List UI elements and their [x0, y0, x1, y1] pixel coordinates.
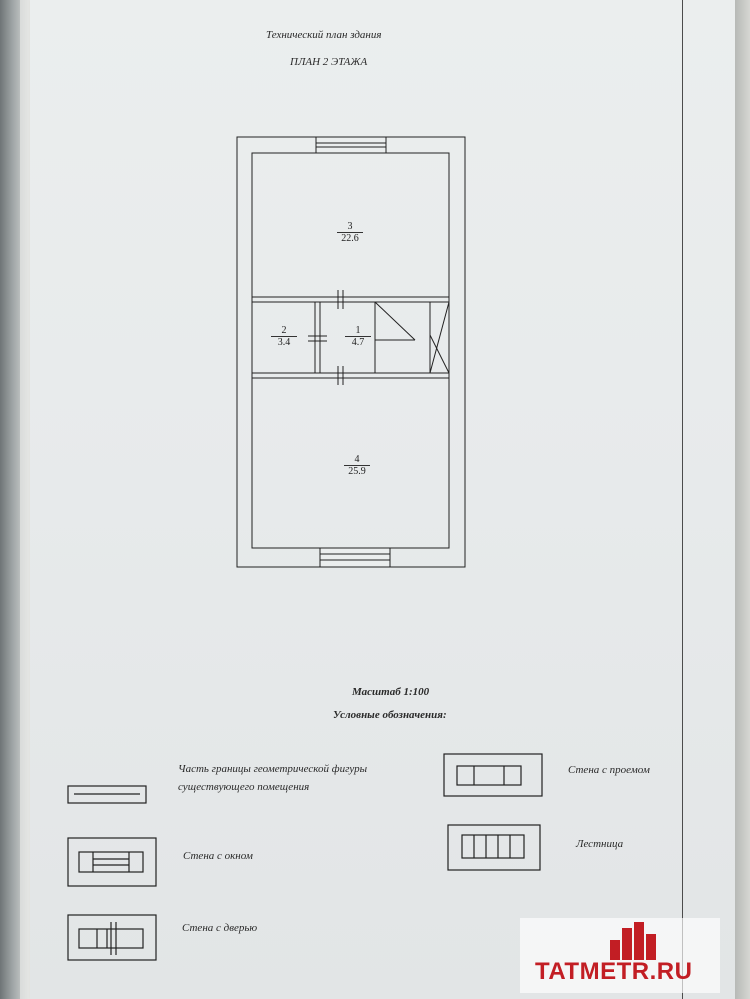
- building-logo-icon: [610, 922, 656, 960]
- window-bottom: [319, 547, 391, 568]
- legend-boundary-symbol: [67, 785, 147, 804]
- adjacent-page: [0, 0, 20, 999]
- legend-window-symbol: [67, 837, 157, 887]
- legend-title: Условные обозначения:: [333, 709, 447, 721]
- window-top: [315, 136, 387, 154]
- staircase-line: [429, 334, 450, 374]
- legend-stairs-label: Лестница: [576, 838, 624, 850]
- page-edge: [20, 0, 32, 999]
- inner-wall: [251, 152, 450, 549]
- legend-opening-symbol: [443, 753, 543, 797]
- legend-door-symbol: [67, 914, 157, 961]
- document-title: Технический план здания: [266, 29, 382, 41]
- legend-boundary-label-1: Часть границы геометрической фигуры: [178, 763, 368, 775]
- staircase-line: [374, 301, 416, 341]
- watermark-text: TATMETR.RU: [535, 958, 693, 985]
- scale-label: Масштаб 1:100: [352, 686, 430, 698]
- legend-door-label: Стена с дверью: [182, 922, 258, 934]
- outer-wall: [236, 136, 466, 568]
- document-page: [30, 0, 735, 999]
- legend-boundary-label-2: существующего помещения: [178, 781, 310, 793]
- legend-stairs-symbol: [447, 824, 541, 871]
- page-frame-line: [682, 0, 683, 999]
- legend-window-label: Стена с окном: [183, 850, 253, 862]
- background-surface: [735, 0, 750, 999]
- legend-opening-label: Стена с проемом: [568, 764, 650, 776]
- staircase-line: [429, 301, 450, 374]
- plan-title: ПЛАН 2 ЭТАЖА: [290, 56, 368, 68]
